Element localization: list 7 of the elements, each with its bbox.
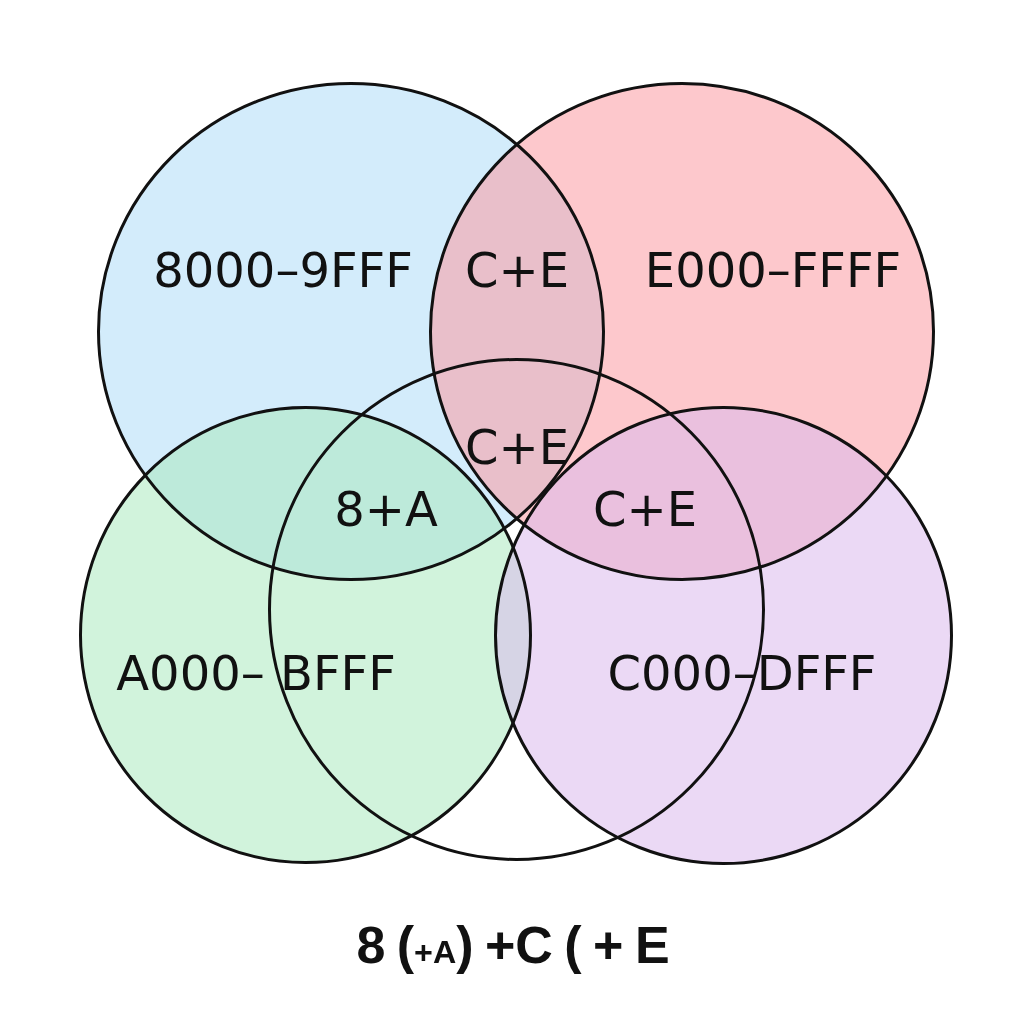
overlap-label: C+E — [464, 423, 570, 471]
overlap-label: C+E — [464, 246, 570, 294]
circle-label: E000–FFFF — [644, 246, 902, 294]
circle-label: A000– BFFF — [116, 649, 396, 697]
overlap-label: C+E — [592, 485, 698, 533]
circle-label: 8000–9FFF — [153, 246, 413, 294]
overlap-label: 8+A — [334, 485, 438, 533]
